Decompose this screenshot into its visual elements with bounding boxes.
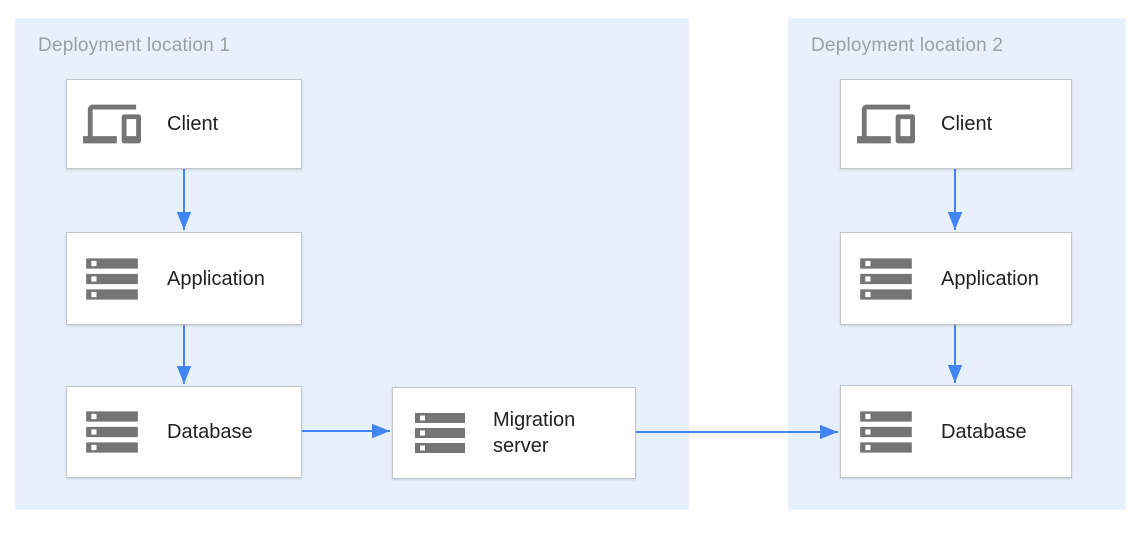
node-database-1: Database: [66, 386, 302, 478]
node-application-1: Application: [66, 232, 302, 325]
node-label: Application: [941, 267, 1039, 290]
server-stack-icon: [81, 248, 143, 310]
server-stack-icon: [81, 401, 143, 463]
node-migration-server: Migration server: [392, 387, 636, 479]
node-label: Application: [167, 267, 265, 290]
server-stack-icon: [855, 248, 917, 310]
node-client-1: Client: [66, 79, 302, 169]
server-stack-icon: [409, 403, 471, 463]
node-client-2: Client: [840, 79, 1072, 169]
node-label: Database: [941, 420, 1027, 443]
node-label: Database: [167, 421, 253, 443]
panel-title: Deployment location 1: [38, 35, 231, 56]
node-label: Migration server: [493, 409, 576, 457]
node-application-2: Application: [840, 232, 1072, 325]
devices-icon: [855, 95, 917, 153]
node-label: Client: [167, 113, 219, 135]
server-stack-icon: [855, 401, 917, 463]
node-database-2: Database: [840, 385, 1072, 478]
devices-icon: [81, 95, 143, 153]
panel-title: Deployment location 2: [811, 35, 1004, 56]
node-label: Client: [941, 113, 993, 135]
